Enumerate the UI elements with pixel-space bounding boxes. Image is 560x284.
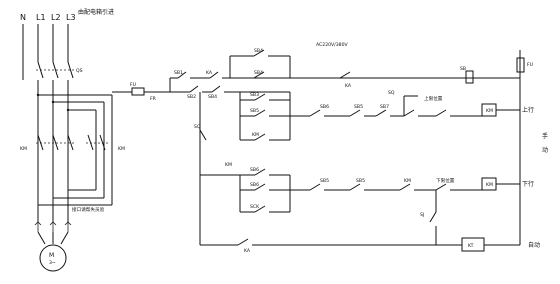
top-bus (169, 50, 521, 245)
limit-up-label: 上限位置 (424, 95, 443, 102)
breaker-label: QS (76, 68, 83, 74)
up-seq-3: SB7 (380, 104, 389, 110)
sb-top-a-label: SB4 (254, 48, 263, 54)
label-up: 上行 (522, 106, 534, 114)
down-seq-3: KM (404, 178, 411, 184)
sb4-label: SB4 (208, 94, 217, 100)
sb5-label: SB5 (250, 108, 259, 114)
contact-top-label: SB (460, 66, 466, 72)
sb1-label: SB1 (174, 70, 183, 76)
bottom-contact-label: KA (244, 248, 251, 254)
sb-top-b-label: SB4 (254, 70, 263, 76)
motor-name: M (49, 252, 54, 259)
power-lines (22, 24, 74, 215)
sb3-label: SB3 (250, 92, 259, 98)
relay-coil-label: KT (468, 243, 474, 249)
coil-up-label: KM (486, 108, 493, 114)
up-group (239, 92, 310, 141)
thermal-overload-icon (34, 215, 72, 245)
ka-contact-label: KA (345, 83, 352, 89)
sqa-label: SQ (194, 124, 201, 130)
label-auto: 自动 (528, 241, 540, 249)
bottom-rung (200, 237, 520, 252)
fuse-in-label: FU (130, 82, 136, 88)
contact-sj-label: SJ (420, 212, 424, 218)
down-rung (309, 177, 520, 191)
sb-down-b-label: SB6 (250, 182, 259, 188)
voltage-label: AC220V/380V (316, 42, 348, 48)
limit-down-label: 下限位置 (436, 177, 455, 184)
up-seq-4: SQ (388, 90, 395, 96)
right-fuse (465, 57, 525, 84)
sb4-loop (229, 49, 291, 79)
main-circuit-note: 接口请帮失员验 (72, 206, 105, 213)
contactor-up-label: KM (20, 146, 27, 152)
source-note: 由配电箱引进 (78, 8, 114, 16)
branch-rung (170, 85, 290, 122)
down-seq-2: SB5 (356, 178, 365, 184)
thermal-label: FR (150, 96, 157, 102)
label-manual-b: 动 (542, 147, 548, 154)
up-seq-2: SB5 (354, 104, 363, 110)
control-feed (112, 87, 170, 96)
km-hold-down-label: SCK (250, 204, 260, 210)
contactor-up-contacts (36, 134, 75, 151)
up-seq-1: SB6 (320, 104, 329, 110)
phase-label-l3: L3 (66, 13, 76, 22)
reversing-wiring (36, 93, 113, 206)
ka-contact-switch (339, 71, 351, 79)
km-hold-up-label: KM (252, 132, 259, 138)
sq-contact (429, 190, 437, 245)
fuse-main-label: FU (527, 62, 533, 68)
up-rung (309, 95, 520, 117)
phase-label-l2: L2 (51, 13, 61, 22)
label-manual-a: 手 (542, 132, 548, 140)
sq-left (199, 129, 207, 141)
sb-down-a-label: SB6 (250, 167, 259, 173)
label-down: 下行 (522, 180, 534, 188)
contactor-down-label: KM (118, 146, 125, 152)
phase-label-n: N (20, 13, 26, 22)
motor-sub: 3~ (49, 260, 56, 266)
coil-down-label: KM (486, 182, 493, 188)
timer-lower-label: KM (225, 162, 232, 168)
down-group (199, 92, 310, 245)
phase-label-l1: L1 (36, 13, 46, 22)
motor-icon (39, 244, 67, 272)
sb2-label: SB2 (187, 94, 196, 100)
down-seq-1: SB5 (320, 178, 329, 184)
ka-top-label: KA (206, 70, 213, 76)
